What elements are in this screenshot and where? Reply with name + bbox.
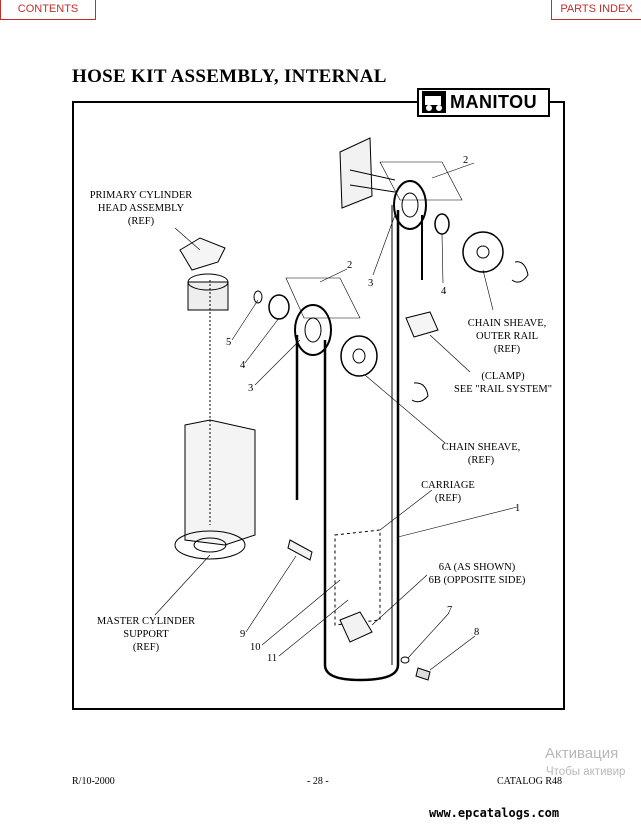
item-number-1: 1 — [515, 503, 520, 514]
item-number-7: 7 — [447, 605, 452, 616]
item-number-10: 10 — [250, 642, 261, 653]
item-number-3-mid: 3 — [248, 383, 253, 394]
logo-wordmark: MANITOU — [450, 92, 538, 112]
item-number-4-top: 4 — [441, 286, 447, 297]
diagram-frame — [72, 101, 565, 710]
item-number-3-top: 3 — [368, 278, 373, 289]
manitou-logo: MANITOU — [417, 88, 550, 117]
footer-catalog: CATALOG R48 — [497, 776, 563, 787]
callout-chain-sheave-outer-line3: (REF) — [494, 344, 521, 355]
callout-master-cylinder-line1: MASTER CYLINDER — [97, 616, 195, 627]
parts-index-button[interactable]: PARTS INDEX — [551, 0, 641, 20]
callout-chain-sheave-line1: CHAIN SHEAVE, — [442, 442, 521, 453]
callout-master-cylinder-line3: (REF) — [133, 642, 160, 653]
callout-primary-cylinder-line3: (REF) — [128, 216, 155, 227]
callout-master-cylinder-line2: SUPPORT — [123, 629, 169, 640]
callout-hose-variant-line2: 6B (OPPOSITE SIDE) — [429, 575, 526, 586]
callout-clamp-line1: (CLAMP) — [481, 371, 525, 382]
callout-chain-sheave-outer-line1: CHAIN SHEAVE, — [468, 318, 547, 329]
footer-page-number: - 28 - — [307, 776, 329, 787]
item-number-2-mid: 2 — [347, 260, 352, 271]
item-number-2-top: 2 — [463, 155, 468, 166]
callout-chain-sheave-line2: (REF) — [468, 455, 495, 466]
item-number-9: 9 — [240, 629, 245, 640]
callout-carriage-line2: (REF) — [435, 493, 462, 504]
item-number-11: 11 — [267, 653, 277, 664]
callout-chain-sheave-outer-line2: OUTER RAIL — [476, 331, 538, 342]
contents-button[interactable]: CONTENTS — [0, 0, 96, 20]
callout-primary-cylinder-line1: PRIMARY CYLINDER — [90, 190, 193, 201]
forklift-icon — [422, 91, 446, 113]
footer-revision: R/10-2000 — [72, 776, 115, 787]
callout-primary-cylinder-line2: HEAD ASSEMBLY — [98, 203, 185, 214]
activation-watermark-line1: Активация — [545, 745, 619, 762]
item-number-5: 5 — [226, 337, 231, 348]
site-url[interactable]: www.epcatalogs.com — [429, 806, 560, 820]
page-title: HOSE KIT ASSEMBLY, INTERNAL — [72, 66, 387, 87]
exploded-parts-diagram: PRIMARY CYLINDER HEAD ASSEMBLY (REF) CHA… — [90, 137, 552, 682]
item-number-4-mid: 4 — [240, 360, 246, 371]
callout-carriage-line1: CARRIAGE — [421, 480, 475, 491]
activation-watermark-line2: Чтобы активир — [546, 766, 626, 778]
item-number-8: 8 — [474, 627, 479, 638]
callout-clamp-line2: SEE "RAIL SYSTEM" — [454, 384, 552, 395]
callout-hose-variant-line1: 6A (AS SHOWN) — [439, 562, 516, 573]
